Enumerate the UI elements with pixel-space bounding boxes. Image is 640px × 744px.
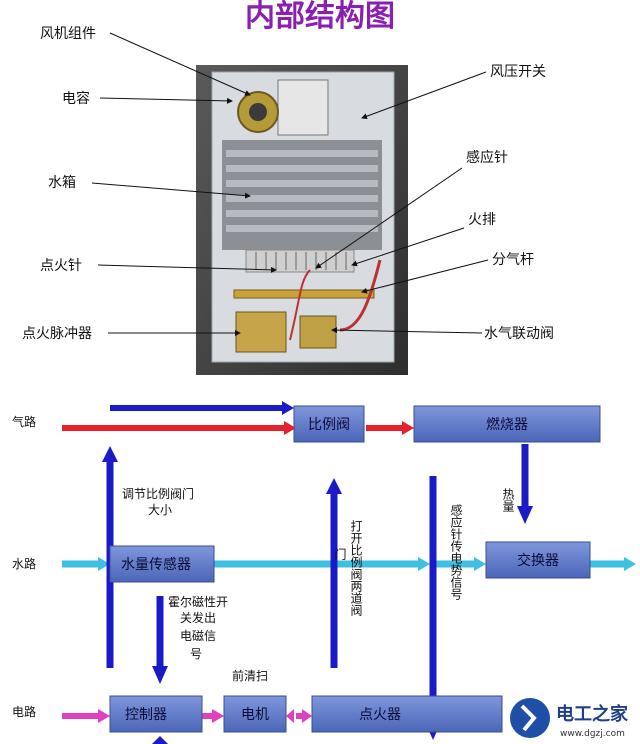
watermark: 电工之家 www.dgzj.com [508, 694, 640, 744]
annotation-sense-signal: 感应针传电势信号 [449, 503, 463, 600]
box-burner [413, 405, 601, 443]
electric-arrows [62, 709, 312, 723]
annotation-adjust-2: 大小 [148, 503, 172, 517]
annotation-open-valve-2: 门 [333, 547, 347, 560]
box-water-sensor-label: 水量传感器 [121, 556, 191, 573]
annotation-heat: 热量 [501, 488, 515, 512]
row-label-electric: 电路 [12, 704, 36, 719]
label-fan-assembly: 风机组件 [40, 26, 96, 42]
photo-callouts-right: 风压开关 感应针 火排 分气杆 水气联动阀 [315, 64, 554, 342]
box-exchanger-label: 交换器 [517, 552, 559, 569]
label-burner-row: 火排 [468, 212, 496, 228]
watermark-site: www.dgzj.com [560, 729, 625, 739]
box-motor [223, 695, 287, 733]
box-controller [109, 695, 203, 733]
photo-callouts-left: 风机组件 电容 水箱 点火针 点火脉冲器 [22, 26, 277, 342]
annotation-pre-purge: 前清扫 [232, 668, 268, 683]
box-water-sensor [109, 545, 215, 583]
page-title: 内部结构图 [245, 0, 395, 34]
water-arrows [62, 557, 636, 571]
heater-photo [196, 65, 408, 375]
label-pulse-igniter: 点火脉冲器 [22, 326, 92, 342]
box-exchanger [485, 541, 591, 579]
annotation-hall-1: 霍尔磁性开 [168, 594, 228, 609]
gas-arrows [62, 421, 414, 435]
annotation-hall-3: 电磁信 [180, 628, 216, 643]
box-motor-label: 电机 [241, 707, 269, 723]
box-proportional-valve [293, 405, 365, 443]
box-igniter [311, 695, 503, 733]
box-igniter-label: 点火器 [359, 707, 401, 723]
annotation-hall-2: 关发出 [180, 610, 216, 625]
row-label-water: 水路 [12, 556, 36, 571]
row-label-gas: 气路 [12, 414, 36, 429]
box-proportional-valve-label: 比例阀 [308, 417, 350, 433]
label-capacitor: 电容 [62, 90, 90, 107]
annotation-hall-4: 号 [190, 647, 202, 661]
label-gas-rod: 分气杆 [492, 252, 534, 268]
flow-annotations: 调节比例阀门 大小 热量 霍尔磁性开 关发出 电磁信 号 前清扫 打开比例阀两道… [122, 486, 515, 683]
flow-boxes: 比例阀 燃烧器 水量传感器 交换器 控制器 电机 点火器 [109, 405, 601, 733]
label-sensing-needle: 感应针 [466, 149, 508, 166]
annotation-adjust-1: 调节比例阀门 [122, 486, 194, 501]
label-air-pressure-switch: 风压开关 [490, 64, 546, 80]
box-controller-label: 控制器 [125, 707, 167, 723]
watermark-logo-icon [510, 698, 550, 738]
annotation-open-valve-1: 打开比例阀两道阀 [349, 520, 363, 617]
box-burner-label: 燃烧器 [486, 416, 528, 433]
label-igniter-needle: 点火针 [40, 258, 82, 274]
label-water-gas-valve: 水气联动阀 [484, 326, 554, 342]
label-water-tank: 水箱 [48, 175, 76, 191]
watermark-brand: 电工之家 [556, 703, 629, 725]
control-arrows [102, 401, 533, 744]
